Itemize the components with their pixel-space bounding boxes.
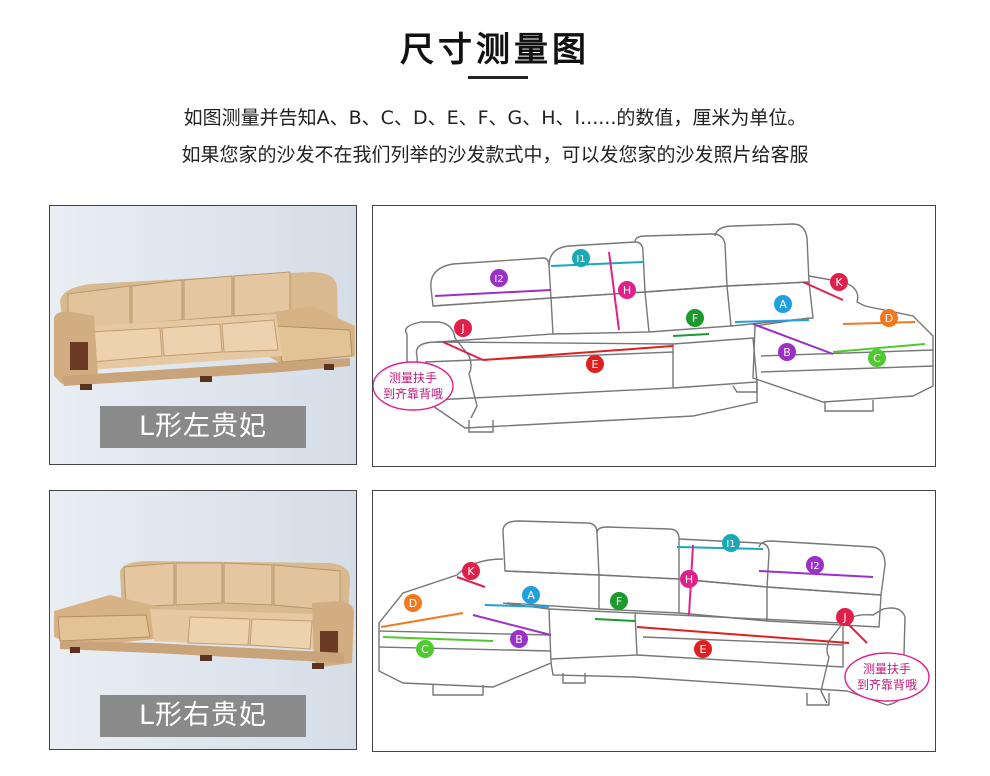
marker-E-right: E <box>694 640 712 658</box>
marker-D: D <box>880 309 898 327</box>
svg-text:H: H <box>685 573 693 586</box>
svg-text:J: J <box>460 322 464 335</box>
sofa-outline-right <box>378 520 906 706</box>
svg-text:到齐靠背哦: 到齐靠背哦 <box>857 677 917 692</box>
svg-text:E: E <box>592 358 599 371</box>
marker-I1-right: I1 <box>722 534 740 552</box>
diagram-panel-left-chaise: I2 I1 H J E F A K D B C 测量扶手 到齐靠背哦 <box>372 205 936 467</box>
svg-text:J: J <box>842 611 846 624</box>
instruction-line-1: 如图测量并告知A、B、C、D、E、F、G、H、I......的数值，厘米为单位。 <box>183 107 807 129</box>
panel-label-right: L形右贵妃 <box>100 695 306 737</box>
svg-text:F: F <box>692 312 698 325</box>
sofa-diagram-left-chaise: I2 I1 H J E F A K D B C 测量扶手 到齐靠背哦 <box>373 223 934 433</box>
page-title: 尺寸测量图 <box>400 30 590 70</box>
marker-F: F <box>686 309 704 327</box>
svg-text:E: E <box>700 643 707 656</box>
marker-D-right: D <box>404 594 422 612</box>
svg-text:I2: I2 <box>494 274 503 285</box>
svg-text:I2: I2 <box>810 561 819 572</box>
marker-B: B <box>778 343 796 361</box>
svg-text:B: B <box>783 346 791 359</box>
svg-text:I1: I1 <box>576 254 585 265</box>
marker-B-right: B <box>510 630 528 648</box>
marker-J: J <box>454 319 472 337</box>
photo-panel-left-chaise: L形左贵妃 <box>49 205 357 465</box>
svg-text:K: K <box>835 276 843 289</box>
photo-panel-right-chaise: L形右贵妃 <box>49 490 357 750</box>
svg-text:C: C <box>873 352 881 365</box>
svg-text:I1: I1 <box>726 539 735 550</box>
marker-C: C <box>868 349 886 367</box>
marker-I1: I1 <box>572 249 590 267</box>
sofa-photo-left-chaise <box>54 271 355 390</box>
sofa-photo-right-chaise <box>54 561 354 669</box>
svg-text:D: D <box>409 597 417 610</box>
svg-text:K: K <box>467 565 475 578</box>
marker-C-right: C <box>416 640 434 658</box>
marker-H-right: H <box>680 570 698 588</box>
marker-J-right: J <box>836 608 854 626</box>
title-underline <box>468 76 528 79</box>
svg-text:F: F <box>616 595 622 608</box>
marker-F-right: F <box>610 592 628 610</box>
marker-K: K <box>830 273 848 291</box>
svg-text:C: C <box>421 643 429 656</box>
marker-H: H <box>618 281 636 299</box>
diagram-panel-right-chaise: I2 I1 H J E F A K D B C 测量扶手 到齐靠背哦 <box>372 490 936 752</box>
svg-text:到齐靠背哦: 到齐靠背哦 <box>383 386 443 401</box>
marker-K-right: K <box>462 562 480 580</box>
sofa-outline <box>404 223 934 433</box>
instruction-line-2: 如果您家的沙发不在我们列举的沙发款式中，可以发您家的沙发照片给客服 <box>181 144 809 166</box>
svg-text:B: B <box>515 633 523 646</box>
marker-A: A <box>774 295 792 313</box>
marker-E: E <box>586 355 604 373</box>
svg-text:A: A <box>779 298 787 311</box>
svg-text:A: A <box>527 589 535 602</box>
panel-label-left: L形左贵妃 <box>100 406 306 448</box>
armrest-note-right: 测量扶手 到齐靠背哦 <box>844 652 930 702</box>
svg-text:测量扶手: 测量扶手 <box>863 661 911 676</box>
svg-text:H: H <box>623 284 631 297</box>
marker-I2: I2 <box>490 269 508 287</box>
marker-I2-right: I2 <box>806 556 824 574</box>
sofa-diagram-right-chaise: I2 I1 H J E F A K D B C 测量扶手 到齐靠背哦 <box>378 520 930 706</box>
svg-text:测量扶手: 测量扶手 <box>389 370 437 385</box>
marker-A-right: A <box>522 586 540 604</box>
svg-text:D: D <box>885 312 893 325</box>
armrest-note: 测量扶手 到齐靠背哦 <box>373 361 454 411</box>
